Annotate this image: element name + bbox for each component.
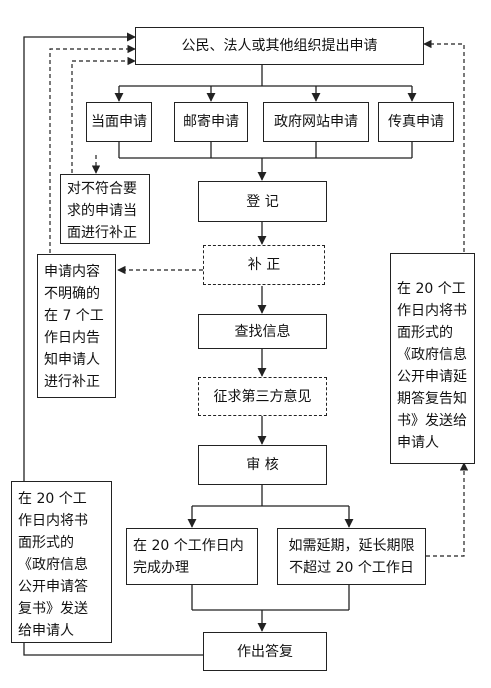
supplement-node: 补 正 (203, 245, 325, 285)
website-node: 政府网站申请 (263, 102, 369, 142)
search-node: 查找信息 (198, 314, 327, 349)
reply-node: 作出答复 (203, 632, 327, 671)
reply-form-note: 在 20 个工 作日内将书 面形式的 《政府信息 公开申请答 复书》发送 给申请… (11, 481, 112, 643)
mail-node: 邮寄申请 (174, 102, 248, 142)
extension-notice-note: 在 20 个工 作日内将书 面形式的 《政府信息 公开申请延 期答复告知 书》发… (390, 253, 475, 464)
review-node: 审 核 (198, 445, 327, 485)
register-node: 登 记 (198, 181, 327, 222)
third-party-node: 征求第三方意见 (198, 377, 327, 416)
onsite-supplement-note: 对不符合要 求的申请当 面进行补正 (60, 174, 150, 244)
extension-node: 如需延期，延长期限 不超过 20 个工作日 (277, 528, 426, 585)
fax-node: 传真申请 (378, 102, 454, 142)
start-node: 公民、法人或其他组织提出申请 (135, 27, 424, 65)
unclear-content-note: 申请内容 不明确的 在 7 个工 作日内告 知申请人 进行补正 (37, 254, 116, 398)
in-person-node: 当面申请 (86, 102, 152, 142)
complete-within-20-node: 在 20 个工作日内 完成办理 (126, 528, 258, 585)
